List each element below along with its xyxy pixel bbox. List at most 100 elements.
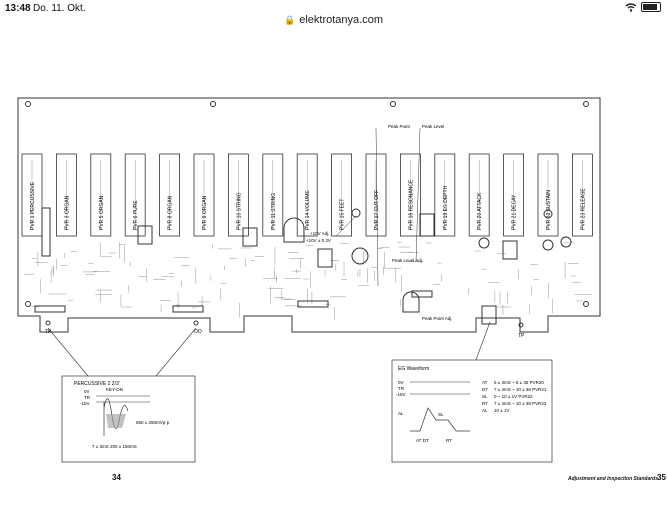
slider-pot: PVR 18 RESONANCE [399,153,421,237]
trimmer [283,217,305,243]
slider-pot: PVR 5 ORGAN [90,153,112,237]
ic-chip [317,248,333,268]
circuit-board-diagram: PVR 1 PERCUSSIVE PVR 3 ORGAN PVR 5 ORGAN PV… [17,97,601,463]
percussive-waveform [103,398,129,436]
connector [41,207,51,257]
url-text: elektrotanya.com [299,14,383,26]
eg-spec-value: 7 ± 4mS ~ 10 ± 39 PVR23 [494,401,547,406]
perc-times-label: 7 ± 3mS 200 ± 150mS [92,444,137,449]
eg-spec-key: RT [482,401,488,406]
key-on-label: KEY-ON [106,387,123,392]
slider-label: PVR 21 DECAY [512,194,518,230]
test-point [193,320,199,326]
slider-label: PVR 23 RELEASE [580,188,586,230]
slider-label: PVR 18 RESONANCE [408,179,414,230]
page-number-right: 35 [657,473,666,482]
slider-label: PVR 5 ORGAN [99,195,105,230]
eg-m15v: -15V [396,392,406,397]
test-point [518,322,524,328]
ic-chip [502,240,518,260]
perc-0v: 0V [84,389,90,394]
tp-right-label: TP [518,333,525,339]
status-icons [625,2,661,12]
callout-line [155,327,197,377]
perc-tr: TR [84,395,91,400]
slider-label: PVR 11 STRING [271,193,277,230]
slider-pot: PVR 10 STRING [227,153,249,237]
battery-icon [641,2,661,12]
trimpot [560,236,572,248]
eg-spec-key: AL [482,408,488,413]
slider-pot: PVR 23 RELEASE [572,153,593,237]
document-page: PVR 1 PERCUSSIVE PVR 3 ORGAN PVR 5 ORGAN PV… [0,36,667,500]
status-time: 13:48 [5,3,31,14]
leader-line [415,127,421,263]
slider-pots: PVR 1 PERCUSSIVE PVR 3 ORGAN PVR 5 ORGAN PV… [21,153,593,237]
slider-pot: PVR 17 CUT OFF [365,153,387,237]
slider-label: PVR 1 PERCUSSIVE [30,181,36,230]
slider-pot: PVR 19 EG DEPTH [434,153,456,237]
eg-spec-key: SL [482,394,488,399]
trimpot [542,239,554,251]
slider-pot: PVR 1 PERCUSSIVE [21,153,43,237]
test-point [45,320,51,326]
slider-pot: PVR 21 DECAY [503,153,525,237]
slider-label: PVR 9 ORGAN [202,195,208,230]
tp-left-label: TP [45,329,52,335]
connector [34,305,66,313]
slider-pot: PVR 8 ORGAN [159,153,181,237]
eg-spec-value: 5 ± 3mS ~ 5 ± 35 PVR20 [494,380,544,385]
slider-pot: PVR 20 ATTACK [468,153,490,237]
slider-label: PVR 19 EG DEPTH [443,185,449,230]
eg-tr: TR [398,386,405,391]
eg-al: AL [398,411,404,416]
connector [297,300,329,308]
mount-hole [390,101,396,107]
slider-pot: PVR 3 ORGAN [56,153,77,237]
mount-hole [583,301,589,307]
pcb-traces [24,241,592,321]
slider-label: PVR 15 FEET [340,199,346,230]
peak-level-adj-label: Peak Level Adj. [392,258,423,263]
connector [411,290,433,298]
slider-label: PVR 14 VOLUME [305,190,311,230]
eg-spec-key: DT [482,387,488,392]
eg-sl: SL [438,412,444,417]
slider-pot: PVR 22 SUSTAIN [537,153,559,237]
ios-status-bar: 13:48 Do. 11. Okt. 🔒elektrotanya.com [0,0,667,36]
eg-rt: RT [446,438,452,443]
slider-label: PVR 10 STRING [236,192,242,230]
eg-spec-value: 10 ± 1V [494,408,509,413]
eg-spec-key: AT [482,380,488,385]
peak-level-label: Peak Level [422,124,444,129]
trimpot [478,237,490,249]
percussive-title: PERCUSSIVE 2 2/3' [74,381,120,387]
plus10v-adj-label: +10V Adj. [310,231,329,236]
wifi-icon [625,2,637,12]
eg-waveform-box [391,359,553,463]
mount-hole [210,101,216,107]
amplitude-label: 650 ± 250mVp-p [136,420,170,425]
eg-0v: 0V [398,380,404,385]
slider-label: PVR 20 ATTACK [477,192,483,230]
capacitor [351,247,369,265]
slider-label: PVR 8 ORGAN [168,195,174,230]
eg-at-dt: AT DT [416,438,429,443]
slider-label: PVR 3 ORGAN [64,195,70,230]
slider-pot: PVR 6 PURE [124,153,146,237]
address-bar[interactable]: 🔒elektrotanya.com [0,14,667,26]
slider-pot: PVR 11 STRING [262,153,284,237]
peak-point-adj-label: Peak Point Adj. [422,316,453,321]
ic-chip [137,225,153,245]
connector [172,305,204,313]
eg-spec-value: 7 ± 4mS ~ 10 ± 38 PVR21 [494,387,547,392]
slider-pot: PVR 15 FEET [331,153,353,237]
status-date: Do. 11. Okt. [33,3,86,14]
ic-chip [419,213,435,237]
plus10v-value-label: +10V ± 0.3V [306,238,331,243]
footer-title: Adjustment and Inspection Standards [568,476,659,482]
ic-chip [242,227,258,247]
trimmer [402,291,420,313]
page-number-left: 34 [112,473,121,482]
